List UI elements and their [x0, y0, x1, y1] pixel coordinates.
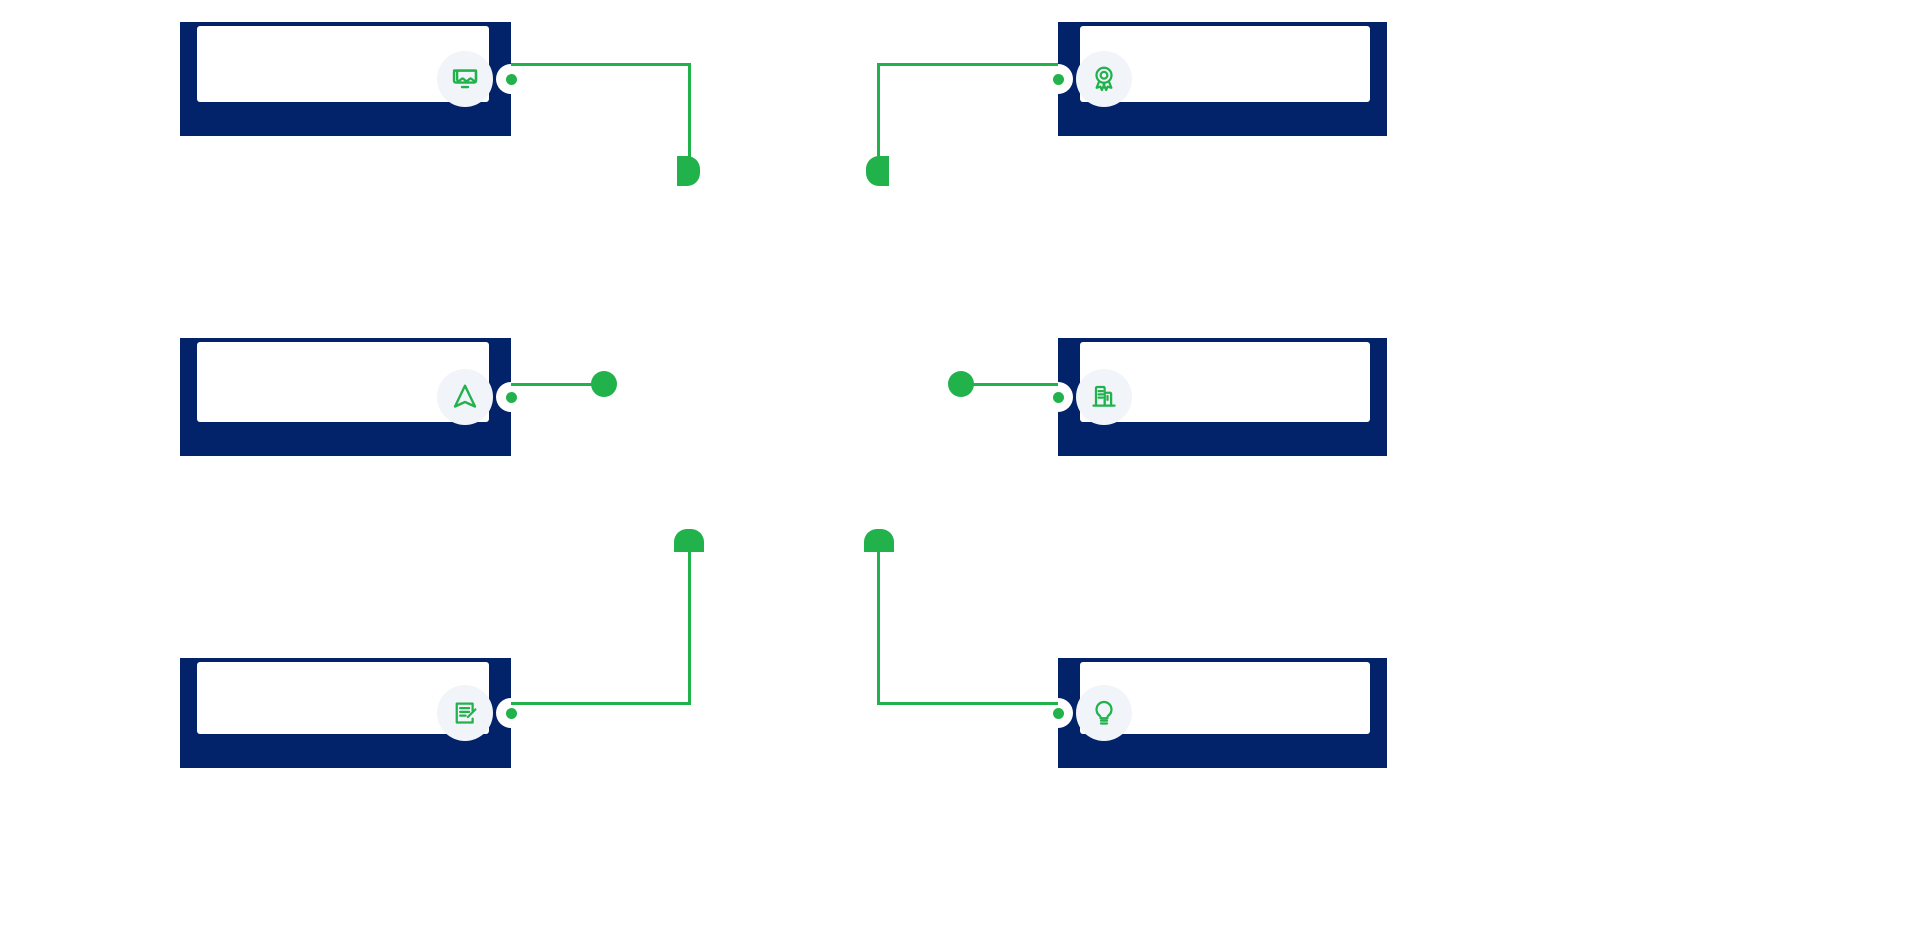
connector-port-node-3[interactable]	[496, 382, 526, 412]
navigation-arrow-icon	[437, 369, 493, 425]
flow-card-node-6[interactable]	[1043, 658, 1387, 768]
lightbulb-icon	[1076, 685, 1132, 741]
connector-2-segment-h	[877, 63, 1058, 66]
monitor-icon	[437, 51, 493, 107]
connector-1-segment-v	[688, 63, 691, 173]
connector-1-endcap	[677, 156, 700, 186]
connector-6-endcap	[864, 529, 894, 552]
flow-card-node-2[interactable]	[1043, 22, 1387, 136]
connector-6-segment-h	[877, 702, 1058, 705]
connector-4-segment-h	[966, 383, 1058, 386]
connector-5-segment-h	[511, 702, 691, 705]
connector-3-endcap	[591, 371, 617, 397]
connector-port-node-4[interactable]	[1043, 382, 1073, 412]
connector-5-segment-v	[688, 545, 691, 703]
flow-card-node-4[interactable]	[1043, 338, 1387, 456]
connector-2-segment-v	[877, 63, 880, 173]
connector-4-endcap	[948, 371, 974, 397]
connector-3-segment-h	[511, 383, 603, 386]
office-building-icon	[1076, 369, 1132, 425]
connector-5-endcap	[674, 529, 704, 552]
flow-card-node-5[interactable]	[180, 658, 526, 768]
connector-port-node-2[interactable]	[1043, 64, 1073, 94]
document-edit-icon	[437, 685, 493, 741]
award-ribbon-icon	[1076, 51, 1132, 107]
flow-card-node-3[interactable]	[180, 338, 526, 456]
connector-port-node-1[interactable]	[496, 64, 526, 94]
connector-6-segment-v	[877, 545, 880, 703]
connector-1-segment-h	[511, 63, 691, 66]
connector-2-endcap	[866, 156, 889, 186]
flow-card-node-1[interactable]	[180, 22, 526, 136]
